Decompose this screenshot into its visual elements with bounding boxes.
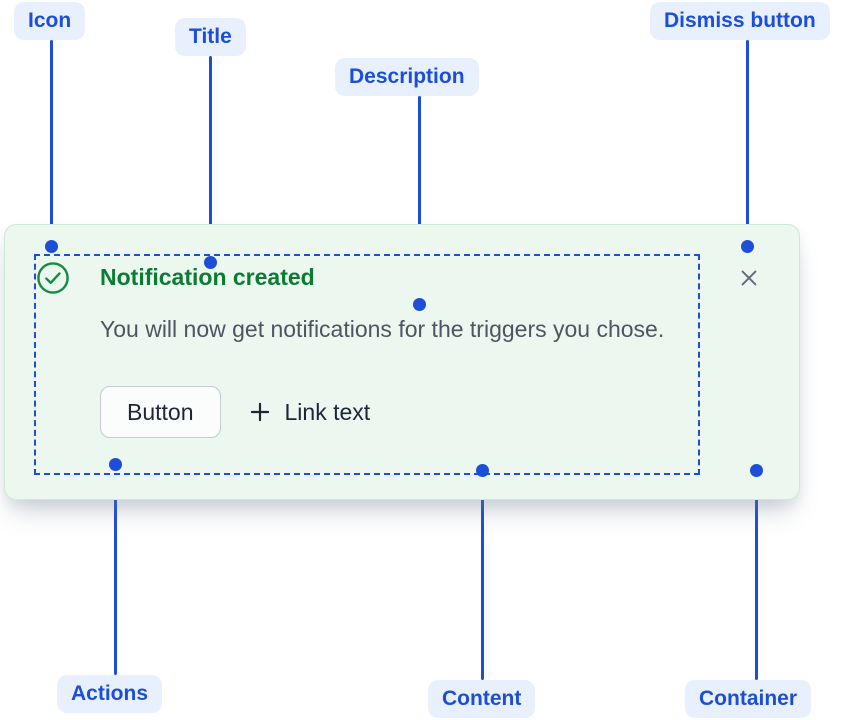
annotation-label-title: Title: [175, 18, 246, 56]
notification-title: Notification created: [100, 264, 315, 290]
dismiss-button[interactable]: [735, 264, 763, 292]
annotation-dot-content: [476, 464, 489, 477]
annotation-line-actions: [114, 464, 117, 675]
notification-actions: Button Link text: [100, 386, 698, 438]
notification-content: Notification created You will now get no…: [34, 254, 700, 475]
notification-body: Notification created You will now get no…: [100, 256, 698, 438]
annotation-dot-title: [204, 256, 217, 269]
annotation-line-content: [481, 471, 484, 680]
plus-icon: [250, 402, 269, 422]
annotation-label-dismiss-button: Dismiss button: [650, 2, 830, 40]
annotation-label-actions: Actions: [57, 675, 163, 713]
annotation-line-description: [418, 96, 421, 304]
annotation-dot-container: [750, 464, 763, 477]
annotation-label-description: Description: [335, 58, 479, 96]
annotation-label-container: Container: [685, 680, 812, 718]
notification-description: You will now get notifications for the t…: [100, 316, 665, 342]
action-link-label: Link text: [284, 398, 371, 425]
annotation-line-title: [209, 56, 212, 262]
annotation-line-dismiss: [746, 40, 749, 246]
annotation-label-icon: Icon: [14, 2, 86, 40]
annotation-dot-dismiss: [741, 240, 754, 253]
annotation-dot-description: [413, 298, 426, 311]
close-icon: [741, 270, 757, 286]
annotation-line-icon: [50, 40, 53, 240]
annotation-label-content: Content: [428, 680, 536, 718]
annotation-dot-actions: [109, 458, 122, 471]
annotation-line-container: [755, 471, 758, 680]
check-circle-icon: [37, 262, 69, 294]
annotation-dot-icon: [45, 240, 58, 253]
action-link[interactable]: Link text: [247, 398, 371, 426]
action-button[interactable]: Button: [100, 386, 221, 438]
notification-container: Notification created You will now get no…: [4, 224, 800, 500]
